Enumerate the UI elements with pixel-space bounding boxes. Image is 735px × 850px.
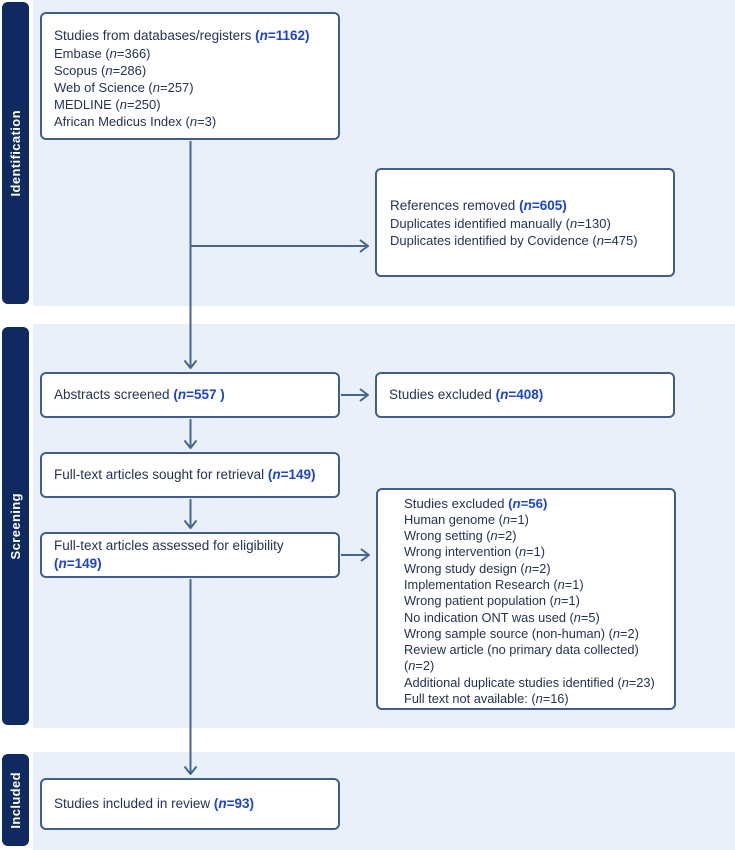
- box-studies-excluded-screening: Studies excluded (n=408): [375, 372, 675, 418]
- box-studies-excluded-eligibility-lines: Human genome (n=1)Wrong setting (n=2)Wro…: [404, 512, 664, 708]
- included-label: Included: [8, 771, 23, 829]
- box-line: Wrong setting (n=2): [404, 528, 517, 544]
- box-line: Embase (n=366): [54, 45, 151, 61]
- box-references-removed-lines: Duplicates identified manually (n=130)Du…: [390, 215, 663, 249]
- box-references-removed-title: References removed (n=605): [390, 197, 567, 213]
- box-line: Wrong study design (n=2): [404, 560, 551, 576]
- box-studies-excluded-eligibility: Studies excluded (n=56) Human genome (n=…: [376, 488, 676, 710]
- box-studies-excluded-eligibility-title: Studies excluded (n=56): [404, 495, 548, 511]
- box-fulltext-assessed: Full-text articles assessed for eligibil…: [40, 532, 340, 578]
- box-line: Wrong sample source (non-human) (n=2): [404, 625, 639, 641]
- box-fulltext-assessed-title: Full-text articles assessed for eligibil…: [54, 538, 284, 571]
- box-line: Wrong intervention (n=1): [404, 544, 545, 560]
- identification-label: Identification: [8, 109, 23, 197]
- included-sidebar: Included: [2, 754, 29, 846]
- box-databases-lines: Embase (n=366)Scopus (n=286)Web of Scien…: [54, 45, 328, 130]
- box-fulltext-sought: Full-text articles sought for retrieval …: [40, 452, 340, 498]
- box-databases-title: Studies from databases/registers (n=1162…: [54, 27, 310, 43]
- screening-label: Screening: [8, 492, 23, 560]
- box-line: Implementation Research (n=1): [404, 576, 584, 592]
- box-included-review-title: Studies included in review (n=93): [54, 796, 254, 811]
- box-abstracts-screened: Abstracts screened (n=557 ): [40, 372, 340, 418]
- box-line: Duplicates identified by Covidence (n=47…: [390, 232, 638, 248]
- box-studies-excluded-screening-title: Studies excluded (n=408): [389, 387, 544, 402]
- box-abstracts-screened-title: Abstracts screened (n=557 ): [54, 387, 225, 402]
- identification-sidebar: Identification: [2, 2, 29, 304]
- box-line: Human genome (n=1): [404, 511, 529, 527]
- box-line: Additional duplicate studies identified …: [404, 674, 655, 690]
- box-fulltext-sought-title: Full-text articles sought for retrieval …: [54, 467, 316, 482]
- box-line: Wrong patient population (n=1): [404, 593, 580, 609]
- box-line: MEDLINE (n=250): [54, 96, 161, 112]
- box-references-removed: References removed (n=605) Duplicates id…: [375, 168, 675, 277]
- box-line: Review article (no primary data collecte…: [404, 642, 639, 674]
- box-line: African Medicus Index (n=3): [54, 113, 217, 129]
- box-line: Full text not available: (n=16): [404, 690, 569, 706]
- box-line: Duplicates identified manually (n=130): [390, 215, 611, 231]
- box-line: Scopus (n=286): [54, 62, 147, 78]
- box-included-review: Studies included in review (n=93): [40, 778, 340, 830]
- screening-sidebar: Screening: [2, 327, 29, 725]
- box-databases: Studies from databases/registers (n=1162…: [40, 12, 340, 140]
- box-line: No indication ONT was used (n=5): [404, 609, 600, 625]
- box-line: Web of Science (n=257): [54, 79, 194, 95]
